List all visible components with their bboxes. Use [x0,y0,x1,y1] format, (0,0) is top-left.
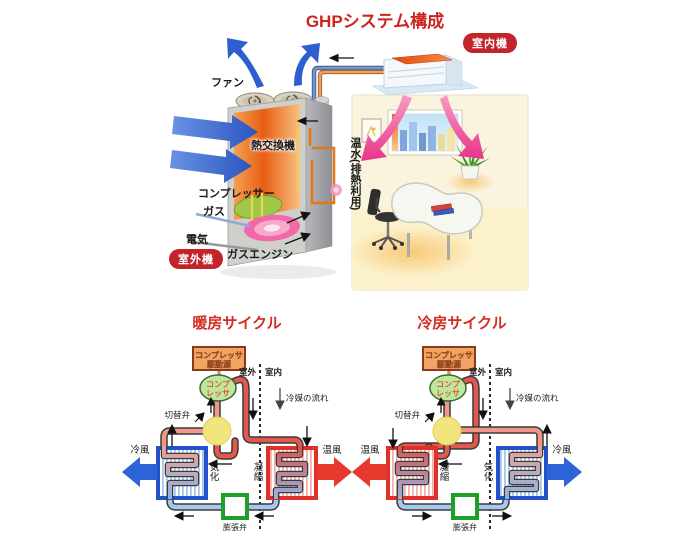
refrigerant-flow-arrow [275,388,285,411]
cold-air-label: 冷風 [130,444,150,456]
indoor-air-arrow-left [361,95,412,161]
plant-glow [446,171,494,193]
pipe-flow-arrow-left [328,53,354,63]
page-title: GHPシステム構成 [305,12,445,31]
expansion-valve-label: 膨張弁 [223,522,247,532]
cold-air-arrow [547,457,582,487]
condensation-label: 凝縮 [438,462,450,482]
outdoor-label: 室外 [239,367,257,377]
drive-source-line1: コンプレッサ [195,350,243,360]
cycle-flow-arrows [388,396,552,521]
gas-engine-blob [244,214,300,242]
compressor-ellipse [429,374,467,402]
exhaust-arrow-right [294,43,320,86]
air-intake-arrow-1 [172,115,258,149]
floor-glow [346,226,478,278]
cooling-cycle-diagram: コンプレッサ 駆動源 コンプ レッサ 切替弁 室外 室内 冷媒の流れ [352,346,582,532]
hot-pipe [318,70,394,126]
cassette-louvers [387,66,445,79]
indoor-air-arrow-right [440,95,484,159]
evaporation-label: 気化 [208,461,220,482]
outdoor-coil [162,446,198,499]
unit-shadow [220,265,336,279]
expansion-valve [451,493,479,520]
picture-frame [361,118,382,143]
heat-exchanger-label: 熱交換機 [251,140,295,152]
switch-valve [432,416,462,446]
city-buildings [400,122,455,151]
drive-source-box [422,346,476,371]
outdoor-unit [170,38,342,279]
drive-source-line1: コンプレッサ [425,350,473,360]
compressor-ellipse [199,374,237,402]
refrigerant-flow-arrow [505,388,515,411]
indoor-coil [505,446,542,499]
warm-air-arrow [352,457,387,487]
expansion-valve-label: 膨張弁 [453,522,477,532]
switch-valve-label: 切替弁 [164,410,190,420]
warm-air-label: 温風 [360,445,380,456]
exhaust-arrow-left [227,38,264,88]
switch-valve-label: 切替弁 [394,410,420,420]
evaporation-label: 気化 [482,461,494,482]
outdoor-coil [396,446,428,499]
indoor-cassette-unit [371,53,479,96]
indoor-label: 室内 [495,367,512,377]
gas-label: ガス [203,206,225,218]
valve-loop-pipe [214,438,238,459]
hot-water-label: 温水(排熱利用) [349,137,361,211]
expansion-valve [221,493,249,520]
gas-line [195,212,251,228]
compressor-line1: コンプ [206,379,231,389]
fan-label: ファン [211,77,244,89]
indoor-label: 室内 [265,367,282,377]
compressor-label: コンプレッサー [198,188,275,200]
cooling-cycle-title: 冷房サイクル [417,315,507,332]
electricity-label: 電気 [186,234,208,246]
switch-valve [202,416,232,446]
outdoor-unit-badge: 室外機 [169,249,223,269]
heating-cycle-title: 暖房サイクル [192,315,282,332]
books [430,203,455,216]
hot-water-pipe [308,128,336,205]
compressor-line2: レッサ [206,389,230,398]
warm-air-arrow [317,457,352,487]
compressor-line1: コンプ [436,379,461,389]
cycle-flow-arrows [167,396,312,521]
refrigerant-flow-label: 冷媒の流れ [286,393,329,403]
heating-cycle-diagram: コンプレッサ 駆動源 コンプ レッサ 切替弁 [122,346,352,532]
discharge-pipe [230,377,303,457]
drive-source-line2: 駆動源 [206,359,231,369]
flow-arrows [284,116,318,245]
suction-pipe [458,427,543,451]
drive-source-box [192,346,246,371]
indoor-coil [274,446,307,499]
warm-air-label: 温風 [322,445,342,456]
cool-pipe [312,66,394,124]
curtain [392,114,398,151]
desk [391,182,483,260]
indoor-unit-badge: 室内機 [463,33,517,53]
room-interior [346,94,529,291]
cold-air-label: 冷風 [552,444,572,456]
system-illustration [170,38,529,291]
cold-air-arrow [122,457,157,487]
condensation-label: 凝縮 [252,462,264,482]
refrigerant-flow-label: 冷媒の流れ [516,393,559,403]
outdoor-label: 室外 [469,367,487,377]
drive-source-line2: 駆動源 [436,359,461,369]
hot-water-outlet-core [333,187,339,193]
gas-engine-label: ガスエンジン [227,249,293,261]
compressor-line2: レッサ [436,389,460,398]
cassette-coil [391,53,453,65]
air-intake-arrow-2 [170,149,252,183]
connection-pipes [311,53,394,126]
electric-line [192,240,259,252]
